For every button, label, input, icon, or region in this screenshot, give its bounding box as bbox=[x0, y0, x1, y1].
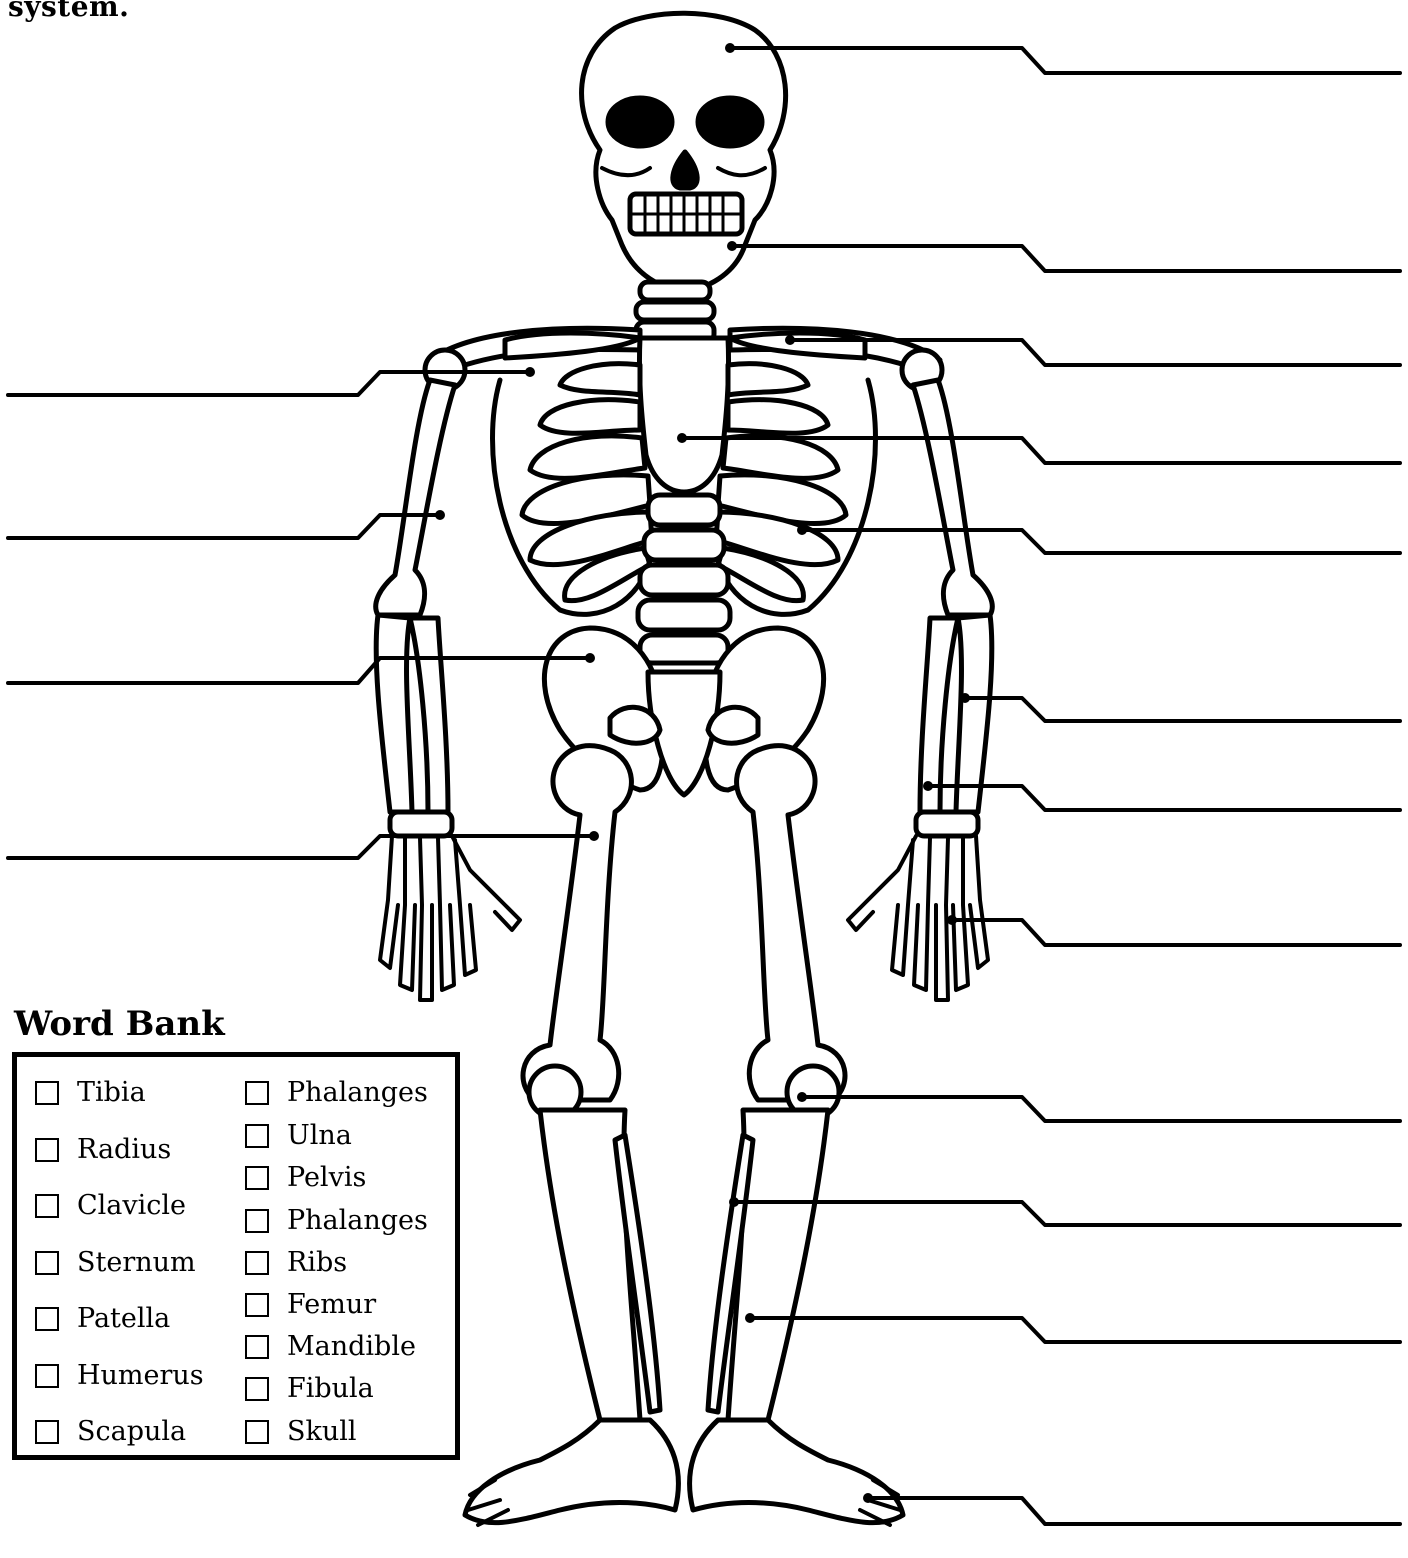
word-bank-item-patella[interactable]: Patella bbox=[35, 1303, 170, 1334]
word-bank-item-fibula[interactable]: Fibula bbox=[245, 1373, 374, 1404]
checkbox[interactable] bbox=[245, 1166, 269, 1190]
word-bank-label: Mandible bbox=[287, 1331, 416, 1362]
word-bank-item-ulna[interactable]: Ulna bbox=[245, 1120, 352, 1151]
checkbox[interactable] bbox=[245, 1209, 269, 1233]
word-bank-box: Tibia Radius Clavicle Sternum Patella Hu… bbox=[12, 1052, 460, 1460]
word-bank-item-ribs[interactable]: Ribs bbox=[245, 1247, 347, 1278]
leader-line-skull bbox=[730, 48, 1400, 73]
checkbox[interactable] bbox=[35, 1194, 59, 1218]
word-bank-label: Sternum bbox=[77, 1247, 196, 1278]
word-bank-item-phalanges-2[interactable]: Phalanges bbox=[245, 1205, 428, 1236]
leader-line-foot-phalanges bbox=[868, 1498, 1400, 1524]
word-bank-item-phalanges[interactable]: Phalanges bbox=[245, 1077, 428, 1108]
leader-line-humerus bbox=[8, 515, 440, 538]
neck-vertebrae bbox=[636, 282, 714, 342]
leader-line-patella bbox=[802, 1097, 1400, 1121]
word-bank-title: Word Bank bbox=[14, 1004, 225, 1044]
leader-line-ribs bbox=[802, 530, 1400, 553]
checkbox[interactable] bbox=[245, 1293, 269, 1317]
word-bank-label: Phalanges bbox=[287, 1205, 428, 1236]
left-arm-drawing bbox=[376, 380, 455, 836]
lumbar-vertebrae bbox=[638, 495, 730, 663]
checkbox[interactable] bbox=[245, 1251, 269, 1275]
word-bank-item-clavicle[interactable]: Clavicle bbox=[35, 1190, 186, 1221]
sternum-drawing bbox=[639, 338, 728, 492]
leader-line-hand-phalanges bbox=[952, 920, 1400, 945]
word-bank-item-humerus[interactable]: Humerus bbox=[35, 1360, 204, 1391]
word-bank-item-sternum[interactable]: Sternum bbox=[35, 1247, 196, 1278]
word-bank-item-radius[interactable]: Radius bbox=[35, 1134, 171, 1165]
skull-drawing bbox=[582, 13, 786, 290]
word-bank-label: Tibia bbox=[77, 1077, 146, 1108]
checkbox[interactable] bbox=[245, 1335, 269, 1359]
word-bank-label: Femur bbox=[287, 1289, 376, 1320]
word-bank-label: Phalanges bbox=[287, 1077, 428, 1108]
left-hand-drawing bbox=[380, 836, 520, 1000]
leader-line-tibia bbox=[750, 1318, 1400, 1342]
word-bank-item-tibia[interactable]: Tibia bbox=[35, 1077, 146, 1108]
word-bank-item-mandible[interactable]: Mandible bbox=[245, 1331, 416, 1362]
word-bank-item-femur[interactable]: Femur bbox=[245, 1289, 376, 1320]
word-bank-label: Ribs bbox=[287, 1247, 347, 1278]
right-arm-drawing bbox=[913, 380, 992, 836]
left-leg-drawing bbox=[465, 746, 678, 1525]
right-leg-drawing bbox=[690, 746, 903, 1525]
leader-line-mandible bbox=[732, 246, 1400, 271]
checkbox[interactable] bbox=[245, 1420, 269, 1444]
leader-line-femur bbox=[8, 836, 594, 858]
leader-line-ulna bbox=[965, 698, 1400, 721]
leader-line-pelvis bbox=[8, 658, 590, 683]
checkbox[interactable] bbox=[35, 1081, 59, 1105]
word-bank-label: Scapula bbox=[77, 1416, 186, 1447]
checkbox[interactable] bbox=[35, 1420, 59, 1444]
checkbox[interactable] bbox=[35, 1307, 59, 1331]
checkbox[interactable] bbox=[245, 1081, 269, 1105]
word-bank-label: Ulna bbox=[287, 1120, 352, 1151]
word-bank-label: Skull bbox=[287, 1416, 357, 1447]
word-bank-label: Humerus bbox=[77, 1360, 204, 1391]
leader-line-fibula bbox=[734, 1202, 1400, 1225]
checkbox[interactable] bbox=[35, 1251, 59, 1275]
word-bank-item-pelvis[interactable]: Pelvis bbox=[245, 1162, 366, 1193]
word-bank-label: Patella bbox=[77, 1303, 170, 1334]
checkbox[interactable] bbox=[35, 1138, 59, 1162]
word-bank-label: Clavicle bbox=[77, 1190, 186, 1221]
checkbox[interactable] bbox=[245, 1124, 269, 1148]
word-bank-label: Fibula bbox=[287, 1373, 374, 1404]
word-bank-label: Radius bbox=[77, 1134, 171, 1165]
leader-line-radius bbox=[928, 786, 1400, 810]
checkbox[interactable] bbox=[35, 1364, 59, 1388]
checkbox[interactable] bbox=[245, 1377, 269, 1401]
word-bank-item-scapula[interactable]: Scapula bbox=[35, 1416, 186, 1447]
word-bank-item-skull[interactable]: Skull bbox=[245, 1416, 357, 1447]
word-bank-label: Pelvis bbox=[287, 1162, 366, 1193]
